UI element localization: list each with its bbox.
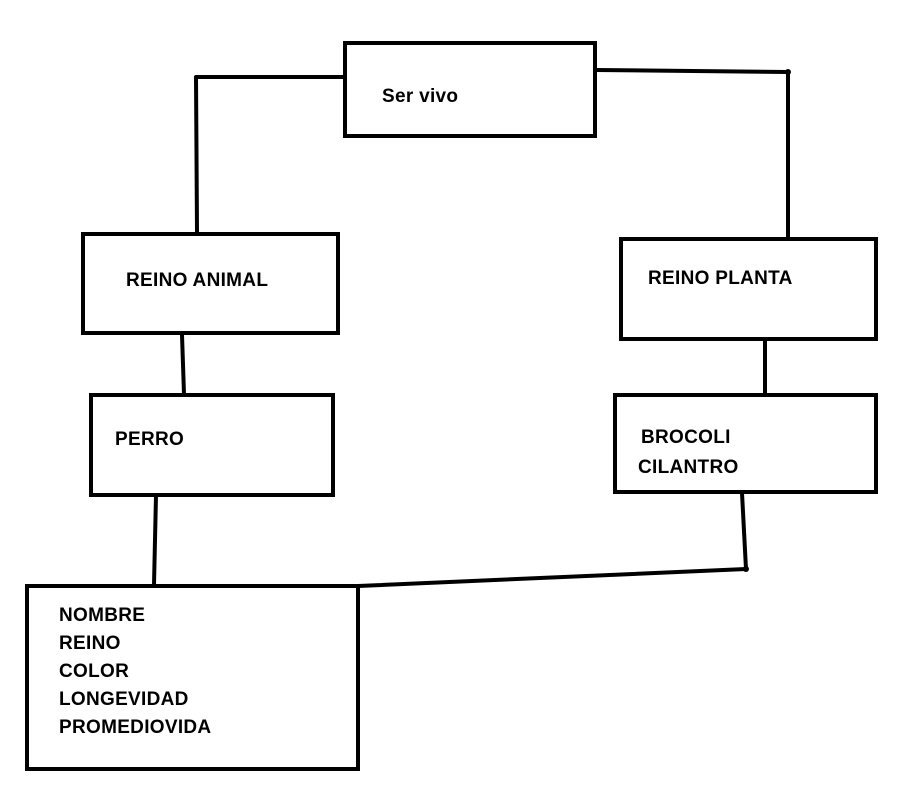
attribute-item: NOMBRE	[59, 605, 146, 626]
perro-node: PERRO	[89, 393, 335, 497]
connector-animal-to-perro	[180, 333, 186, 396]
plant-example-item: CILANTRO	[638, 457, 739, 478]
attributes-node: NOMBRE REINO COLOR LONGEVIDAD PROMEDIOVI…	[25, 584, 360, 771]
connector-joint-dot	[785, 69, 791, 75]
reino-planta-label: REINO PLANTA	[648, 268, 793, 289]
attribute-item: LONGEVIDAD	[59, 689, 189, 710]
perro-label: PERRO	[115, 429, 185, 450]
reino-planta-node: REINO PLANTA	[619, 237, 878, 341]
plant-examples-node: BROCOLI CILANTRO	[613, 393, 878, 494]
attribute-item: COLOR	[59, 661, 130, 682]
attributes-list: NOMBRE REINO COLOR LONGEVIDAD PROMEDIOVI…	[59, 602, 211, 742]
reino-animal-label: REINO ANIMAL	[126, 270, 269, 291]
plant-example-item: BROCOLI	[641, 427, 731, 448]
attribute-item: REINO	[59, 633, 121, 654]
connector-perro-to-attributes	[152, 493, 158, 587]
connector-root-to-plant	[594, 68, 790, 240]
connector-examples-to-attributes	[356, 491, 748, 588]
ser-vivo-node: Ser vivo	[343, 41, 597, 138]
ser-vivo-label: Ser vivo	[382, 86, 459, 107]
connector-joint-dot	[743, 566, 749, 572]
attribute-item: PROMEDIOVIDA	[59, 717, 212, 738]
connector-root-to-animal	[194, 75, 346, 234]
reino-animal-node: REINO ANIMAL	[81, 232, 340, 335]
